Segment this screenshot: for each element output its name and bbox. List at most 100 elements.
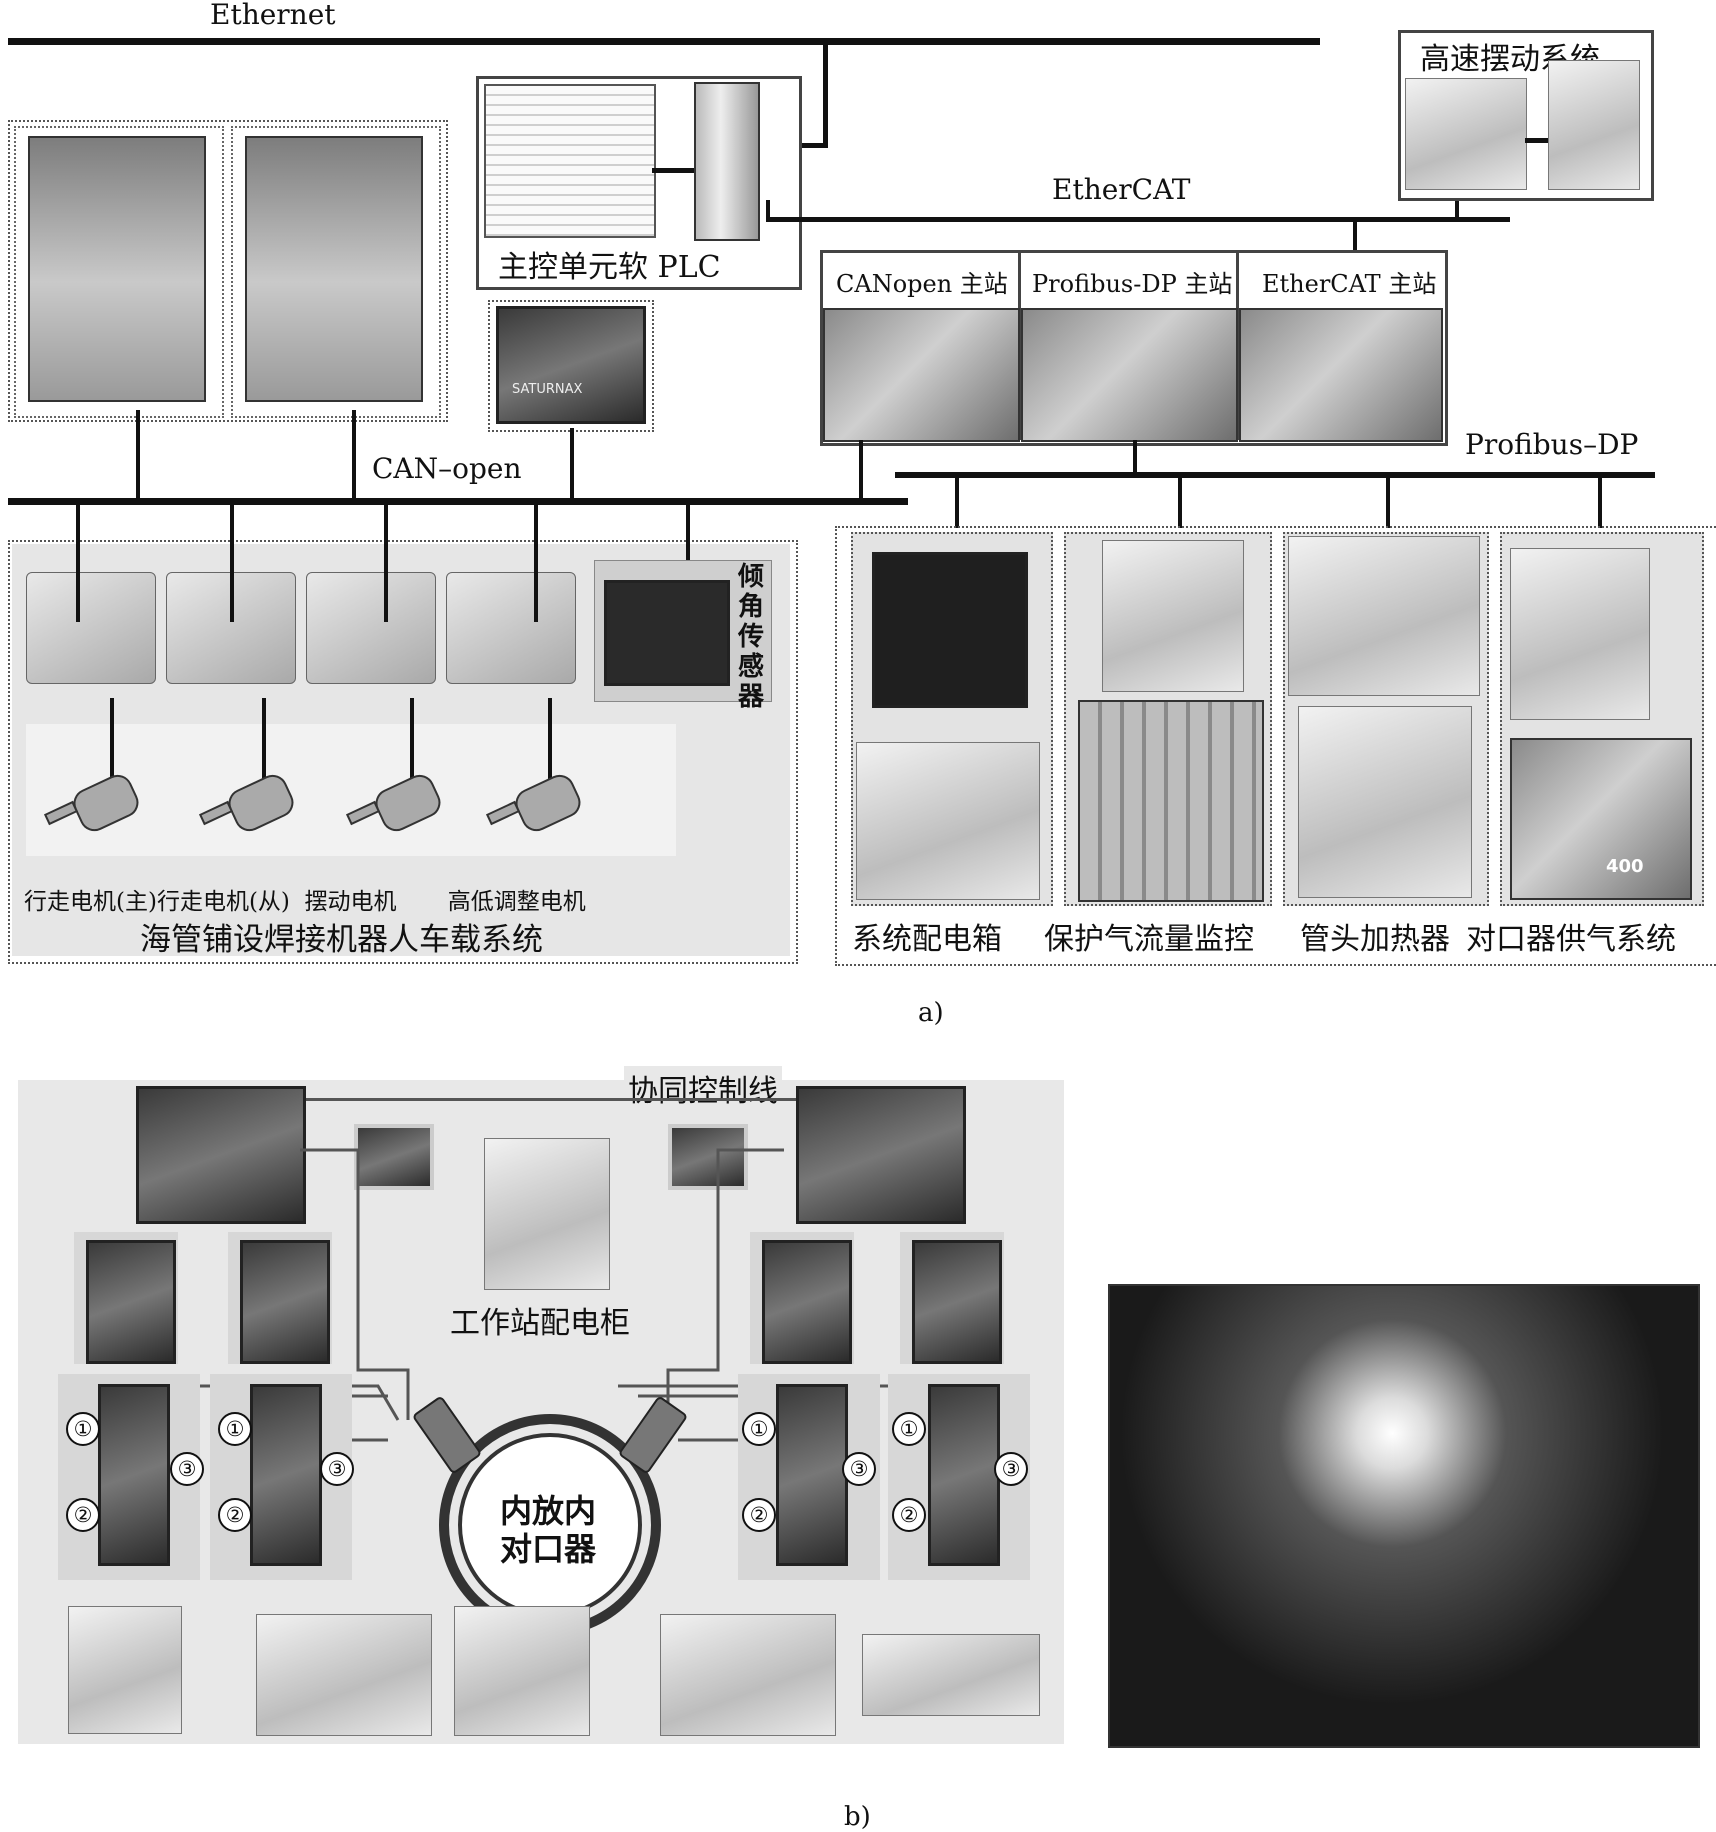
welder-image-2 [250,1384,322,1566]
motor-1 [43,774,139,832]
profibus-master-label: Profibus-DP 主站 [1032,270,1233,298]
main-control-label: 主控单元软 PLC [498,250,721,285]
heater-controller-image [1288,536,1480,696]
right-weld-head [619,1397,687,1473]
canopen-drop-4 [534,502,538,622]
ethercat-drop-swing [1455,195,1459,219]
ethercat-label: EtherCAT [1052,173,1191,206]
canopen-label: CAN–open [372,452,522,485]
wire-feeder-image-4 [912,1240,1002,1364]
controller-1-drop [136,410,140,500]
ethernet-bus [8,38,1320,45]
right-touch-panel-image [668,1124,748,1190]
ethercat-master-label: EtherCAT 主站 [1262,270,1437,298]
cabinet-label: 工作站配电柜 [450,1306,630,1341]
motor-4 [485,774,581,832]
wire-feeder-image-3 [762,1240,852,1364]
swing-motor-image [1548,60,1640,190]
marker-3-welder-1: ③ [170,1452,204,1486]
motor-2 [198,774,294,832]
tilt-sensor-char-1: 倾 [738,562,765,592]
profibus-bus [895,472,1655,478]
caption-b: b) [844,1802,871,1832]
tilt-sensor-char-4: 感 [738,652,765,682]
motor-link-1 [110,698,114,786]
canopen-drop-3 [384,502,388,622]
device-label-gas-flow: 保护气流量监控 [1044,922,1254,957]
welding-scene-photo [1108,1284,1700,1748]
pipe-heater-image [1298,706,1472,898]
internal-clamp-image [862,1634,1040,1716]
marker-3-welder-3: ③ [842,1452,876,1486]
vehicle-controllers-box [8,120,448,422]
swing-controller-image [1405,78,1527,190]
clamp-label-line1: 内放内 [500,1492,597,1530]
motors-drawing [43,774,581,832]
io-module-1 [26,572,156,684]
wire-feeder-image-1 [86,1240,176,1364]
controller-2-drop [352,410,356,500]
caption-a: a) [918,998,944,1028]
left-touch-panel-image [354,1124,434,1190]
canopen-master-label: CANopen 主站 [836,270,1008,298]
vehicle-system-label: 海管铺设焊接机器人车载系统 [140,922,543,958]
motor-link-3 [410,698,414,786]
canopen-drop-2 [230,502,234,622]
plc-controller-image [694,82,760,241]
marker-3-welder-2: ③ [320,1452,354,1486]
right-control-cabinet-image [796,1086,966,1224]
power-meter-image [872,552,1028,708]
marker-1-welder-4: ① [892,1412,926,1446]
profibus-label: Profibus–DP [1465,428,1639,461]
tilt-sensor-char-3: 传 [738,622,765,652]
profibus-master-image [1021,308,1238,442]
marker-2-welder-3: ② [742,1498,776,1532]
marker-1-welder-2: ① [218,1412,252,1446]
device-label-distribution: 系统配电箱 [852,922,1002,957]
welder-image-4 [928,1384,1000,1566]
ethernet-drop-plc [823,38,828,148]
welder-image-3 [776,1384,848,1566]
marker-3-welder-4: ③ [994,1452,1028,1486]
welder-image-1 [98,1384,170,1566]
vehicle-system-box [8,540,798,964]
io-module-3 [306,572,436,684]
device-label-gas-supply: 对口器供气系统 [1466,922,1676,957]
profibus-master-drop [1133,440,1137,476]
profibus-drop-2 [1178,476,1182,528]
motor-labels: 行走电机(主)行走电机(从) 摆动电机 高低调整电机 [24,889,586,915]
canopen-master-drop [859,440,863,502]
marker-2-welder-4: ② [892,1498,926,1532]
ethercat-bus [770,217,1510,222]
vehicle-controller-image-2 [245,136,423,402]
swing-link [1525,138,1549,143]
air-compressor-image [1510,738,1692,900]
welding-carriage-image-1 [256,1614,432,1736]
motor-link-4 [548,698,552,786]
welding-carriage-image-2 [660,1614,836,1736]
flow-meter-image [1102,540,1244,692]
marker-1-welder-1: ① [66,1412,100,1446]
marker-2-welder-2: ② [218,1498,252,1532]
canopen-bus [8,498,908,505]
gas-cylinders-image [1078,700,1264,902]
coop-line [298,1098,798,1101]
profibus-drop-1 [955,476,959,528]
motor-link-2 [262,698,266,786]
clamp-label-line2: 对口器 [500,1530,597,1568]
io-module-2 [166,572,296,684]
pressure-sensor-image [1510,548,1650,720]
left-control-cabinet-image [136,1086,306,1224]
gas-rack-image [68,1606,182,1734]
device-label-heater: 管头加热器 [1300,922,1450,957]
ethercat-drop-plc [766,200,770,222]
left-weld-head [413,1397,481,1473]
distribution-cabinet-image [484,1138,610,1290]
clamp-ring-drawing [413,1397,687,1636]
distribution-box-image [856,742,1040,900]
plc-screen-image [484,84,656,238]
canopen-drop-1 [76,502,80,622]
ethernet-label: Ethernet [210,0,336,31]
canopen-master-image [823,308,1020,442]
